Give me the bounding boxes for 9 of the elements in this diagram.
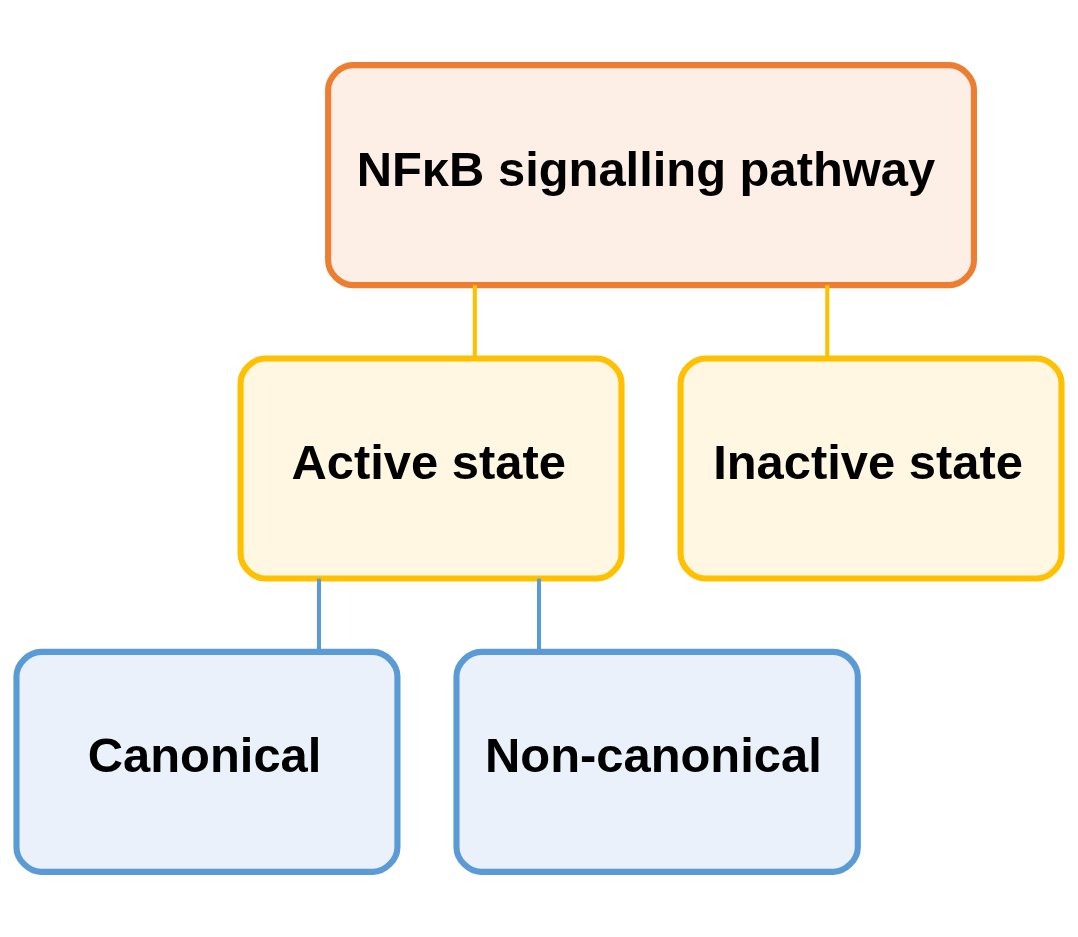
connector	[316, 578, 322, 652]
connector	[825, 285, 830, 358]
node-box: Canonical	[13, 648, 401, 875]
connector	[536, 578, 542, 652]
node-box: Active state	[237, 355, 625, 582]
node-box: NFκB signalling pathway	[325, 62, 977, 289]
node-box: Inactive state	[677, 355, 1065, 582]
node-box: Non-canonical	[453, 648, 861, 875]
connector	[472, 285, 477, 358]
